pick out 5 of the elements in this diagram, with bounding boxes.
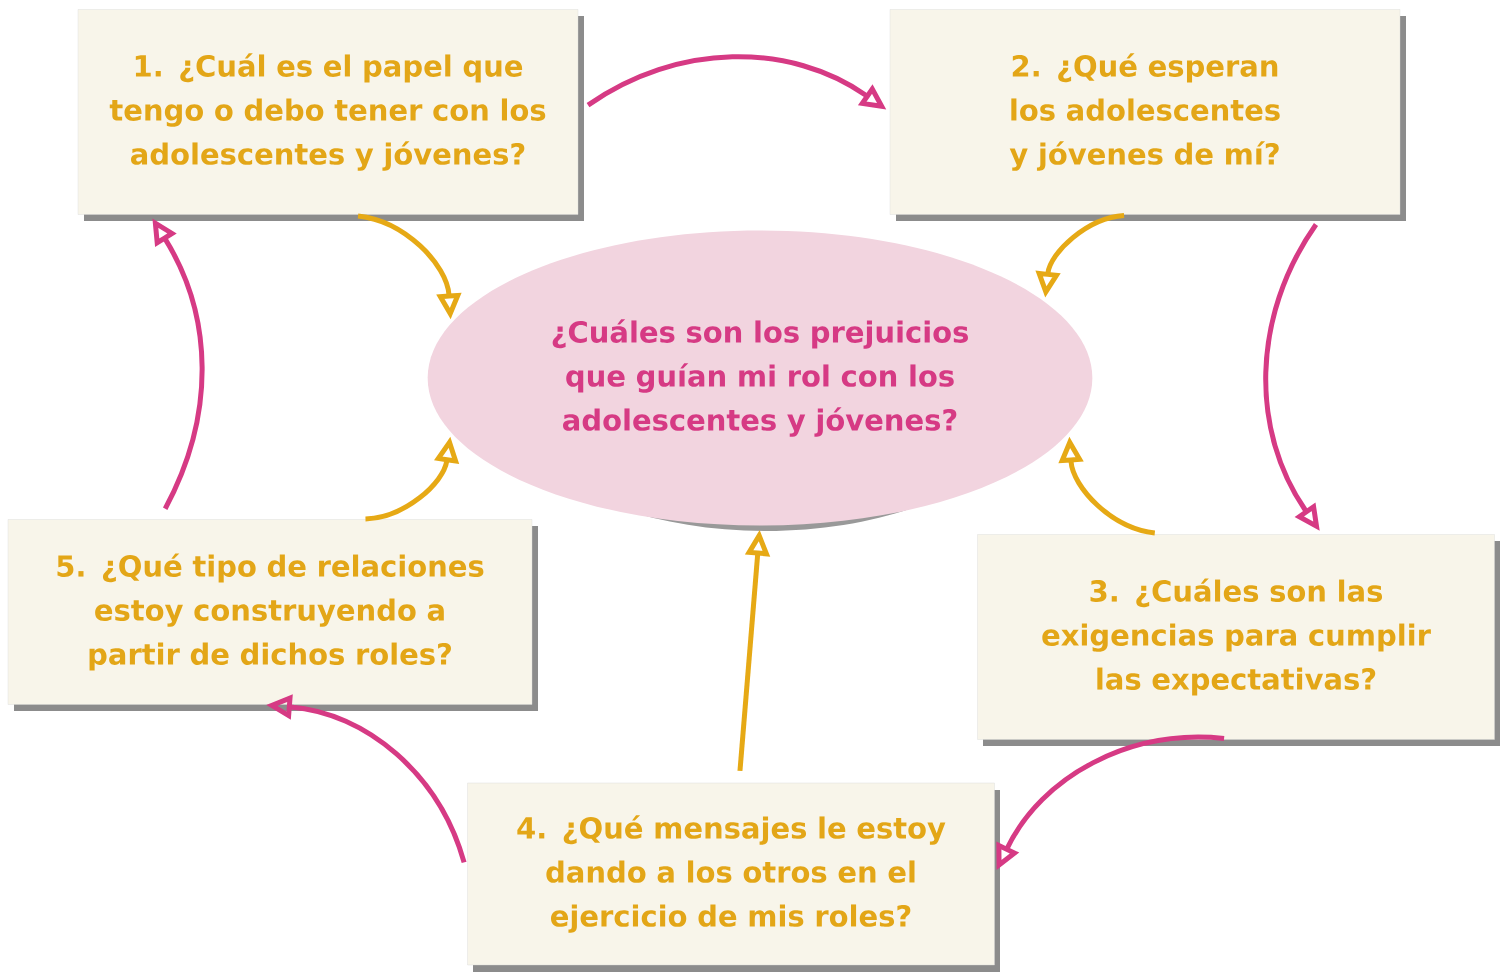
question-card: 3. ¿Cuáles son las exigencias para cumplir las expectativas?: [977, 534, 1500, 746]
question-card: 2. ¿Qué esperan los adolescentes y jóvenes de mí?: [889, 9, 1406, 221]
question-card: 5. ¿Qué tipo de relaciones estoy construyendo a partir de dichos roles?: [7, 519, 538, 711]
question-card: 1. ¿Cuál es el papel que tengo o debo tener con los adolescentes y jóvenes?: [77, 9, 584, 221]
question-card: 4. ¿Qué mensajes le estoy dando a los otros en el ejercicio de mis roles?: [467, 782, 1000, 972]
